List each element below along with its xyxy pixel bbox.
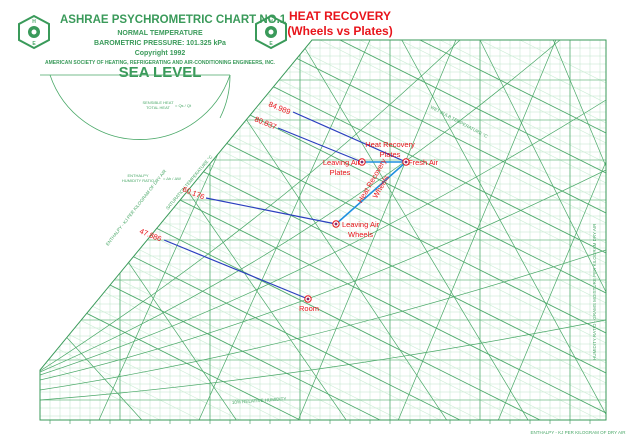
leaving-air-plates-label-2: Plates [329,168,351,177]
overlay-title: HEAT RECOVERY [288,9,391,23]
process-lines [335,161,407,225]
fresh-air-label: Fresh Air [408,158,439,167]
enthalpy-value-wheels: 60.176 [181,185,206,202]
wheels-enthalpy-line [205,197,337,225]
room-label: Room [298,304,319,313]
barometric-pressure: BAROMETRIC PRESSURE: 101.325 kPa [94,40,226,47]
enthalpy-projection-lines [163,111,407,300]
room-enthalpy-line [163,239,309,300]
wheels-process-line [335,161,407,225]
svg-text:10% RELATIVE HUMIDITY: 10% RELATIVE HUMIDITY [232,396,287,405]
ashrae-logo-left: H E [16,14,50,50]
altitude-label: SEA LEVEL [118,64,202,81]
svg-text:H: H [32,19,36,25]
plates-process-label-2: Plates [379,150,401,159]
chart-subtitle: NORMAL TEMPERATURE [117,30,203,37]
plates-enthalpy-line [277,127,363,163]
svg-text:TOTAL HEAT: TOTAL HEAT [146,105,170,110]
protractor [40,74,231,140]
ashrae-logo-right: H E [253,14,287,50]
state-points [304,158,410,303]
svg-text:HUMIDITY RATIO: HUMIDITY RATIO [122,178,154,183]
svg-text:E: E [32,41,36,47]
chart-boundary [39,39,607,421]
svg-text:= Δh / ΔW: = Δh / ΔW [163,176,181,181]
chart-title: ASHRAE PSYCHROMETRIC CHART NO.1 [60,14,287,26]
leaving-air-wheels-point [332,220,340,228]
enthalpy-value-fresh-air: 84.989 [267,100,292,117]
plates-process-label-1: Heat Recovery [365,140,415,149]
svg-text:ENTHALPY - KJ PER KILOGRAM OF: ENTHALPY - KJ PER KILOGRAM OF DRY AIR [530,430,626,435]
leaving-air-wheels-label-1: Leaving Air [342,220,380,229]
svg-text:= Qs / Qt: = Qs / Qt [175,103,192,108]
svg-text:SATURATION TEMPERATURE °C: SATURATION TEMPERATURE °C [165,154,214,211]
room-point [304,295,312,303]
enthalpy-value-room: 47.886 [138,227,163,244]
svg-text:HUMIDITY RATIO - GRAMS MOISTUR: HUMIDITY RATIO - GRAMS MOISTURE PER KILO… [592,223,597,360]
fresh-air-enthalpy-line [292,111,407,163]
fine-grid [40,40,606,420]
society-name: AMERICAN SOCIETY OF HEATING, REFRIGERATI… [45,60,275,66]
svg-text:H: H [269,19,273,25]
svg-text:SENSIBLE HEAT: SENSIBLE HEAT [142,100,174,105]
leaving-air-plates-point [358,158,366,166]
svg-text:ENTHALPY: ENTHALPY [127,173,148,178]
svg-text:E: E [269,41,273,47]
leaving-air-plates-label-1: Leaving Air [322,158,360,167]
leaving-air-wheels-label-2: Wheels [348,230,374,239]
copyright: Copyright 1992 [134,50,186,57]
fresh-air-point [402,158,410,166]
overlay-subtitle: (Wheels vs Plates) [287,24,393,38]
